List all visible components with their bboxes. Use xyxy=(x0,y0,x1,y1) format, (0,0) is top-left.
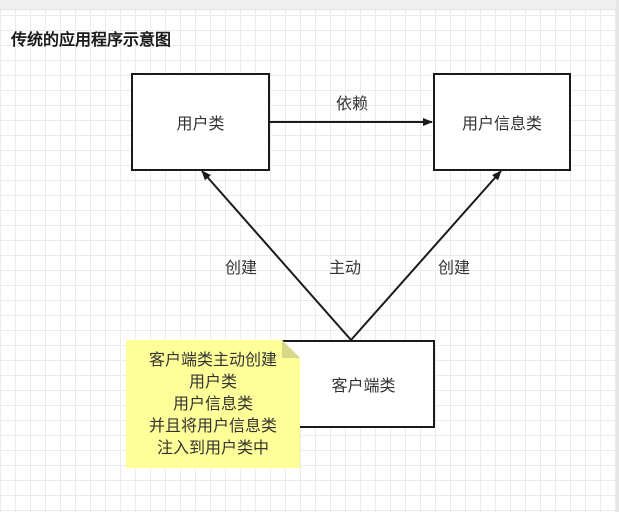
user-class-label: 用户类 xyxy=(176,114,225,133)
note-line: 用户类 xyxy=(188,372,237,391)
top-toolbar-strip xyxy=(0,0,619,10)
note-line: 客户端类主动创建 xyxy=(148,350,277,369)
right-scrollbar[interactable] xyxy=(616,0,619,512)
create-user-info-arrow[interactable] xyxy=(350,170,502,341)
create-right-label: 创建 xyxy=(437,258,471,277)
user-info-class-label: 用户信息类 xyxy=(461,114,542,133)
create-left-label: 创建 xyxy=(224,258,258,277)
create-user-arrow[interactable] xyxy=(201,170,352,341)
diagram-title: 传统的应用程序示意图 xyxy=(11,30,172,49)
client-class-label: 客户端类 xyxy=(331,376,396,395)
user-class-box[interactable]: 用户类 xyxy=(131,73,270,171)
note-line: 用户信息类 xyxy=(172,394,253,413)
sticky-note[interactable]: 客户端类主动创建 用户类 用户信息类 并且将用户信息类 注入到用户类中 xyxy=(126,340,300,468)
note-line: 注入到用户类中 xyxy=(156,438,269,457)
user-info-class-box[interactable]: 用户信息类 xyxy=(433,73,571,171)
active-label: 主动 xyxy=(328,258,362,277)
depends-label: 依赖 xyxy=(335,94,369,113)
note-line: 并且将用户信息类 xyxy=(148,416,277,435)
